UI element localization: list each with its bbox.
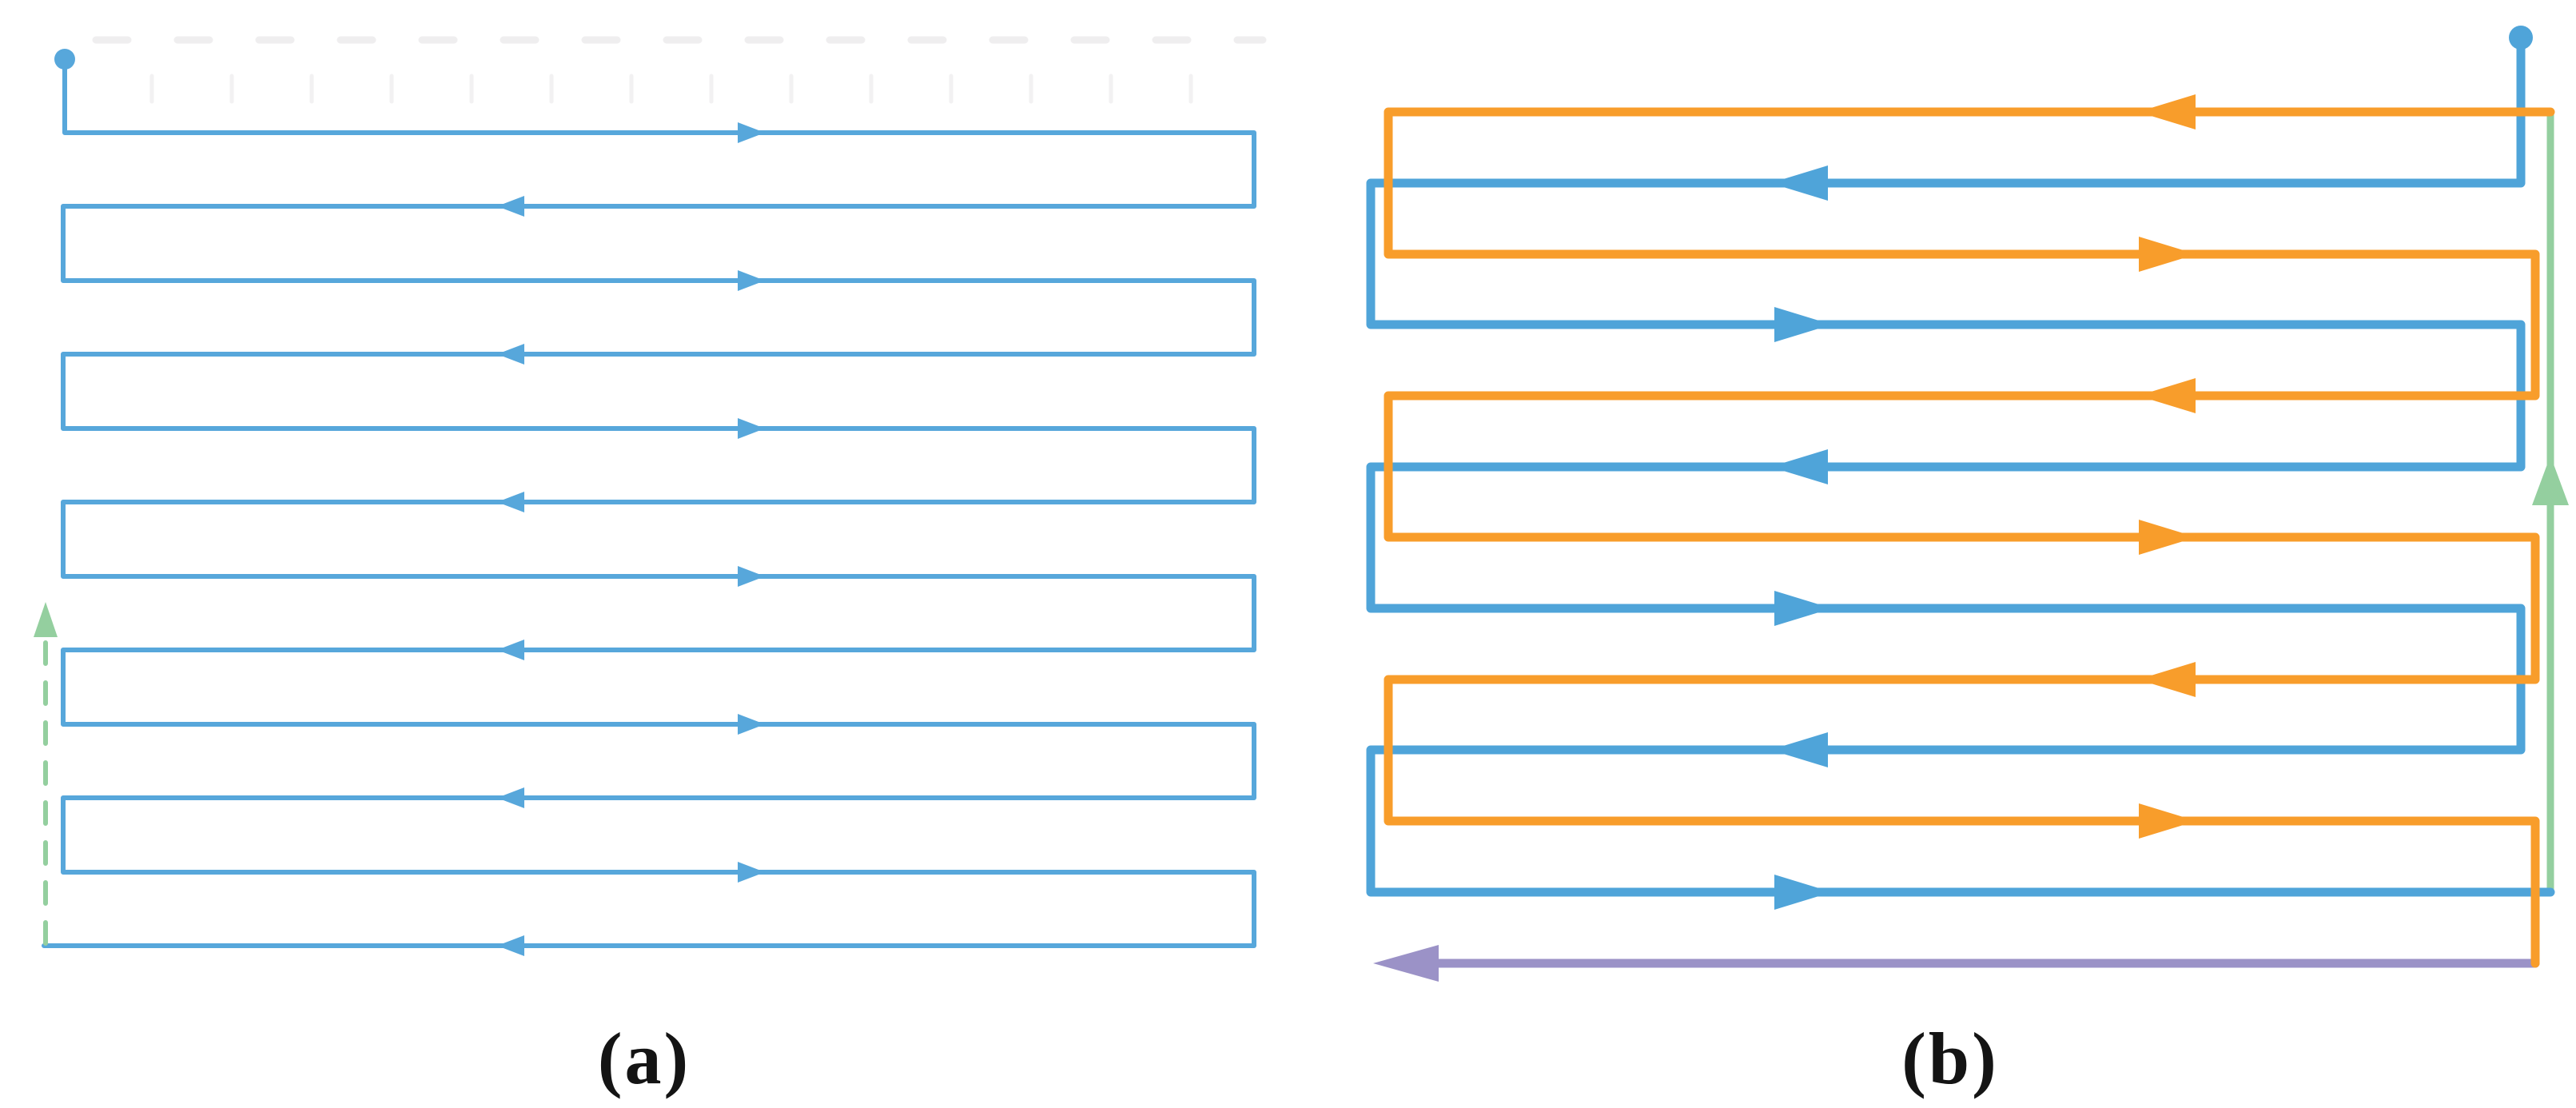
return-climb-arrowhead [34,602,58,637]
direction-arrowhead [738,862,765,883]
direction-arrowhead [1770,449,1828,484]
direction-arrowhead [2138,662,2196,697]
direction-arrowhead [1774,875,1832,910]
diagram-a-layer [34,36,1267,956]
direction-arrowhead [497,640,524,660]
direction-arrowhead [1774,591,1832,626]
direction-arrowhead [2138,378,2196,413]
panel-label-b: (b) [1901,1018,1999,1099]
direction-arrowhead [2139,803,2196,839]
direction-arrowhead [738,418,765,439]
direction-arrowhead [1774,307,1832,342]
direction-arrowhead [1770,732,1828,767]
direction-arrowhead [2139,237,2196,272]
direction-arrowhead [497,787,524,808]
inbound-serpentine-path [1366,33,2555,897]
direction-arrowhead [738,566,765,587]
direction-arrowhead [738,270,765,291]
diagram-b-layer [1366,26,2569,982]
direction-arrowhead [738,714,765,735]
direction-arrowhead [2138,94,2196,130]
climb-arrowhead [2532,456,2569,505]
serpentine-coverage-path [42,57,1256,948]
direction-arrowhead [497,344,524,365]
direction-arrowhead [497,935,524,956]
start-dot [2509,26,2533,50]
outbound-serpentine-path [1384,107,2555,968]
start-dot [54,49,75,70]
direction-arrowhead [738,122,765,143]
direction-arrowhead [497,492,524,512]
direction-arrowhead [2139,520,2196,555]
panel-label-a: (a) [597,1018,691,1099]
direction-arrowhead [1770,165,1828,201]
exit-arrowhead [1373,945,1439,982]
direction-arrowhead [497,196,524,217]
